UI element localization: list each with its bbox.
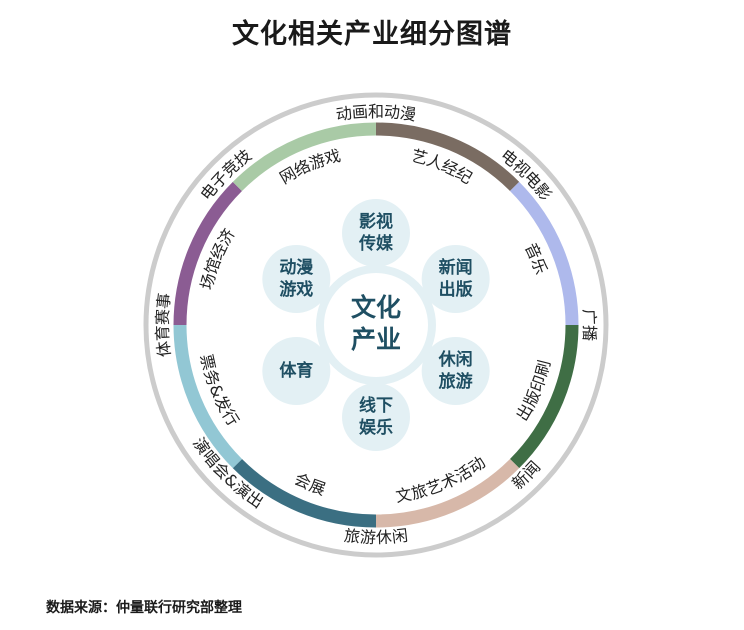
diagram-title: 文化相关产业细分图谱 [232,19,512,50]
core-bubble-label: 旅游 [439,371,473,392]
ring-segment [173,324,243,469]
source-note: 数据来源：仲量联行研究部整理 [46,600,242,616]
core-bubble [342,383,410,451]
ring-segment [375,458,520,528]
core-bubble-label: 动漫 [279,257,314,278]
ring-segment [375,122,520,192]
core-bubble-label: 出版 [439,279,473,300]
ring-segment [509,181,579,326]
core-bubble [421,337,490,405]
center-label: 产业 [351,325,401,354]
outer-ring-label: 旅游休闲 [343,525,409,546]
core-bubble [342,199,410,267]
outer-ring-label: 体育赛事 [152,292,173,358]
core-bubble-label: 休闲 [438,349,473,370]
outer-ring-circle [143,92,609,558]
core-bubble-label: 传媒 [358,233,394,254]
core-bubble-label: 新闻 [439,257,473,278]
outer-ring-label: 动画和动漫 [335,102,418,125]
core-bubble-label: 影视 [359,211,393,232]
ring-segment [232,122,377,192]
center-label: 文化 [351,293,401,322]
core-bubble [262,245,331,313]
ring-segment [232,458,377,528]
core-bubble [421,245,490,313]
ring-segment [173,181,243,326]
core-bubble [262,337,331,405]
core-bubble-label: 线下 [359,395,393,416]
core-bubble-label: 体育 [279,360,313,381]
inner-ring-label: 会展 [292,469,329,499]
outer-ring-label: 广播 [580,309,600,342]
inner-ring-label: 音乐 [521,240,551,277]
core-bubble-label: 游戏 [279,279,313,300]
center-circle [316,265,436,385]
ring-segment [509,324,579,469]
core-bubble-label: 娱乐 [359,417,393,438]
